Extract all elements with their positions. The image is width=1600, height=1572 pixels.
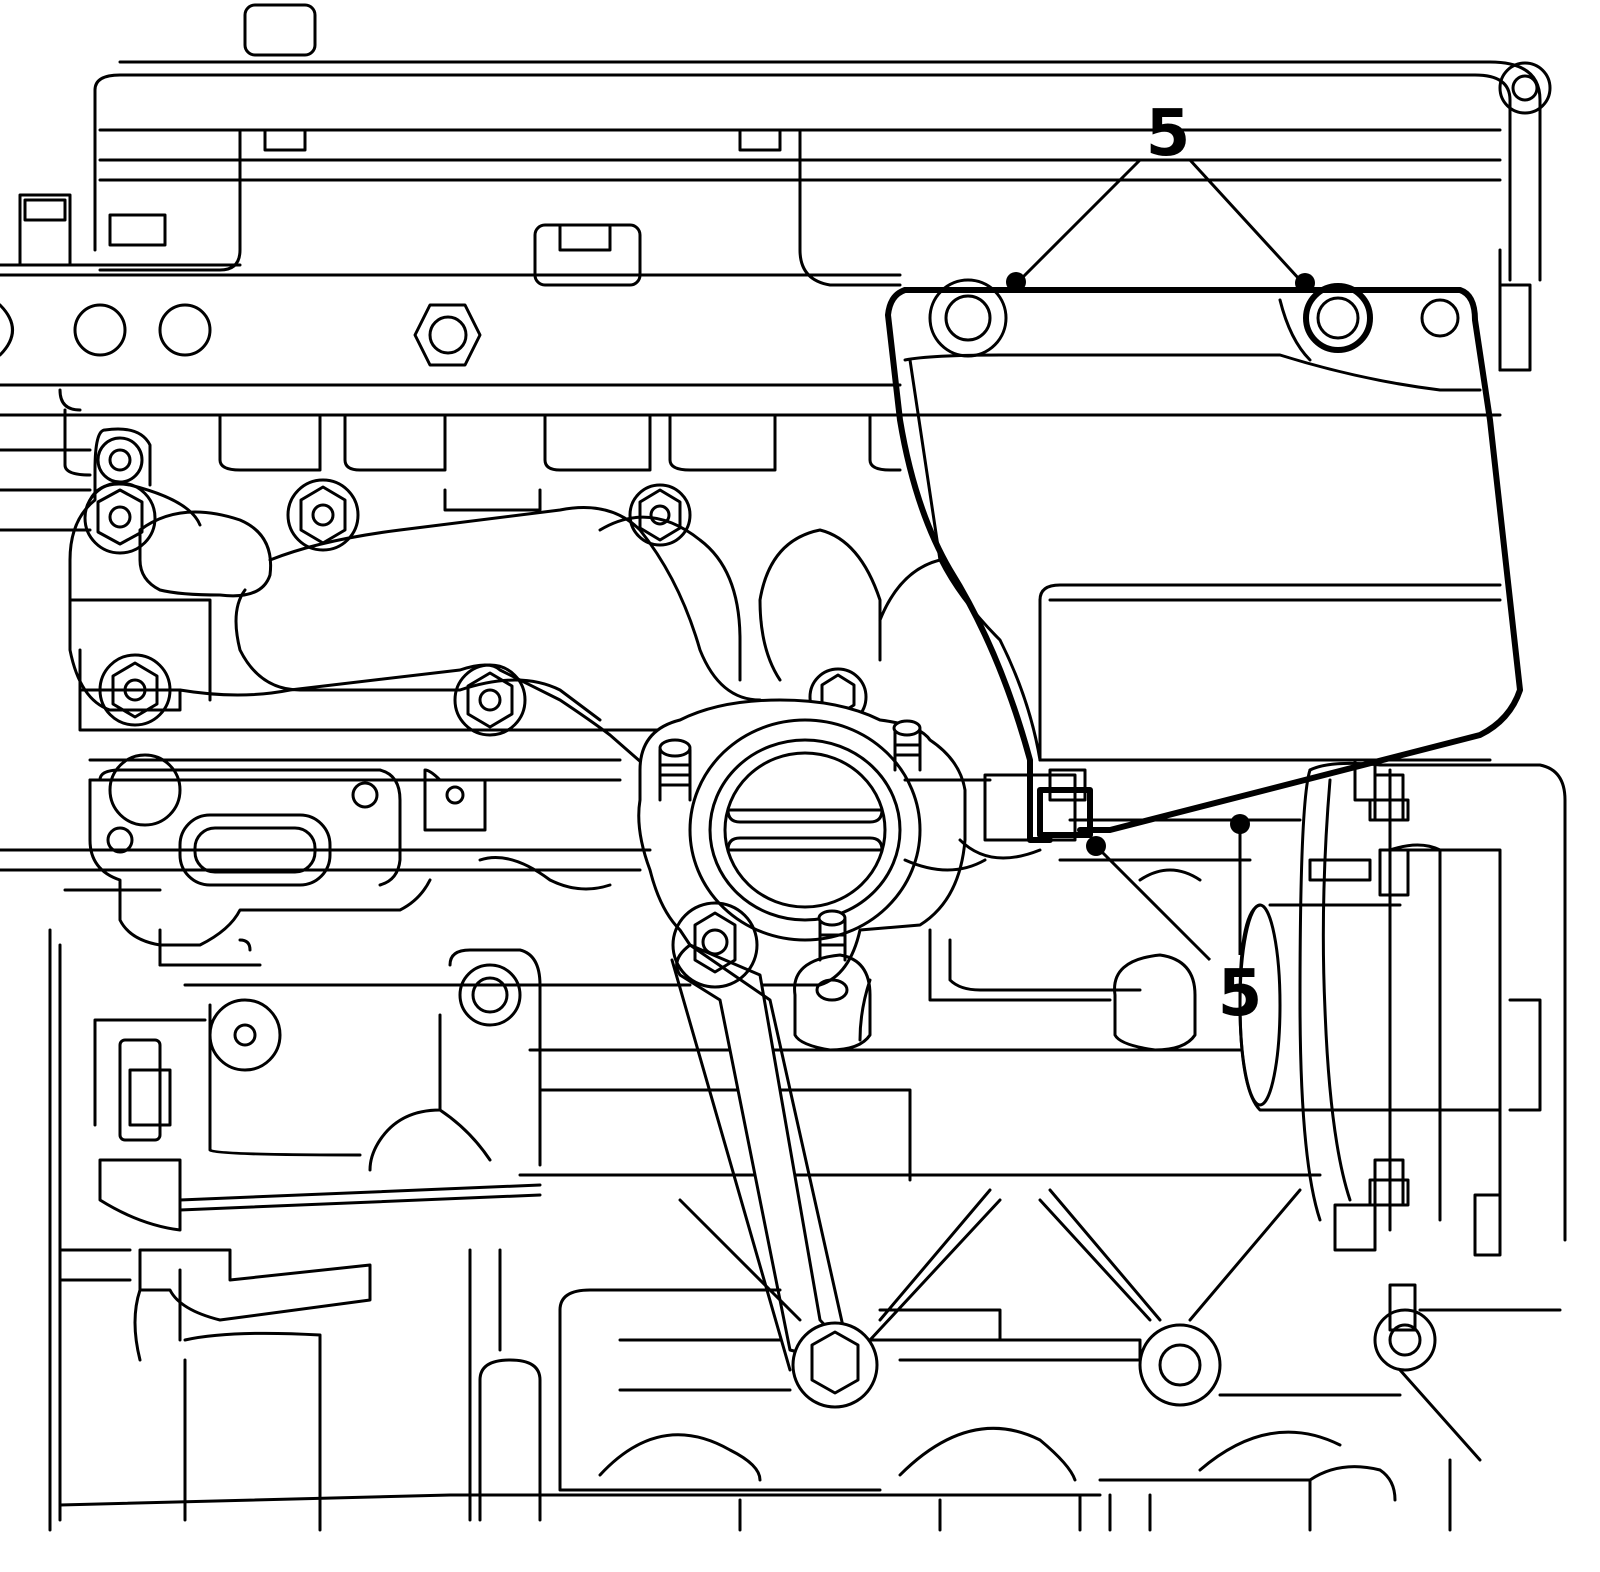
callout-top: 5 — [1006, 97, 1315, 293]
valve-cover — [93, 3, 1552, 372]
manifold — [68, 427, 942, 772]
lower-ribs — [58, 1188, 1562, 1532]
leader-line — [1188, 158, 1302, 282]
callout-point — [1230, 814, 1250, 834]
block-middle — [0, 753, 1302, 947]
thermostat-housing — [637, 698, 1042, 987]
timing-cover — [885, 278, 1532, 843]
callout-point — [1006, 272, 1026, 292]
pulley-assembly — [1238, 758, 1567, 1332]
leader-line — [1096, 846, 1212, 962]
callout-label-bottom: 5 — [1218, 957, 1263, 1031]
manifold-nuts — [83, 436, 868, 737]
callout-label-top: 5 — [1146, 97, 1191, 171]
block-lower — [48, 888, 1322, 1532]
leader-line — [1018, 158, 1142, 282]
block-upper — [0, 388, 1502, 532]
callout-point — [1295, 273, 1315, 293]
callout-bottom: 5 — [1086, 814, 1262, 1031]
cover-bolt — [983, 768, 1093, 842]
support-arm — [670, 901, 879, 1409]
head-flange — [0, 193, 1502, 387]
callout-point — [1086, 836, 1106, 856]
